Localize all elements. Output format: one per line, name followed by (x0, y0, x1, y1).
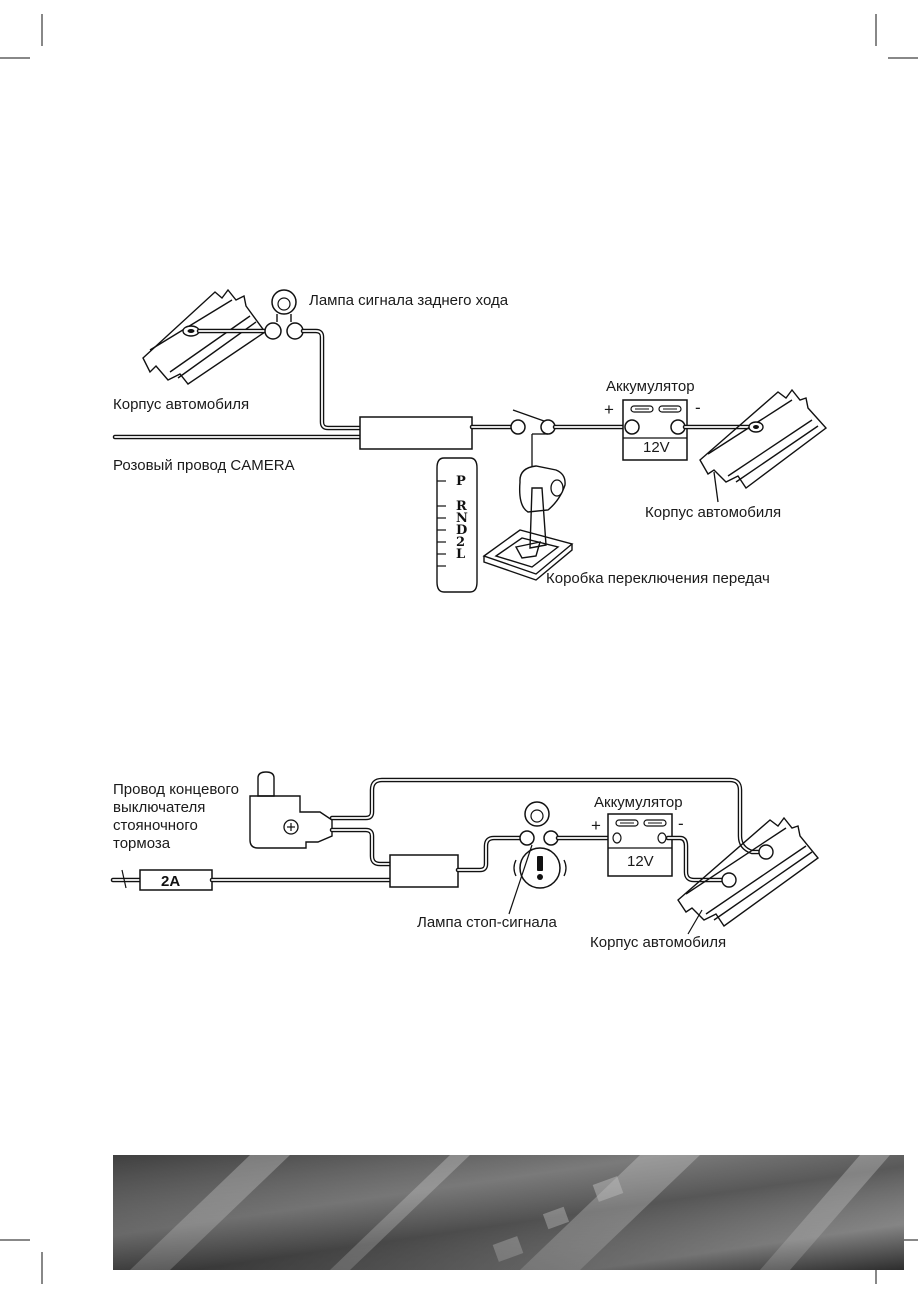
control-module (359, 416, 473, 450)
battery-1-label: Аккумулятор (606, 378, 695, 395)
battery-2-plus: + (591, 816, 601, 835)
battery-1-icon (622, 399, 688, 461)
car-body-left-icon (142, 288, 266, 385)
gearbox-label: Коробка переключения передач (546, 570, 770, 587)
pink-wire-label: Розовый провод CAMERA (113, 457, 295, 474)
gear-shifter-icon (482, 433, 574, 581)
gear-d: D (456, 523, 467, 538)
body-left-label: Корпус автомобиля (113, 396, 249, 413)
parking-switch-icon (249, 771, 333, 849)
battery-1-voltage: 12V (643, 439, 670, 456)
parking-brake-diagram: 2A (110, 771, 820, 951)
control-module-2 (389, 854, 459, 888)
battery-2-icon (607, 813, 673, 877)
battery-1-plus: + (604, 400, 614, 419)
reverse-switch (510, 409, 556, 435)
battery-2-label: Аккумулятор (594, 794, 683, 811)
battery-2-voltage: 12V (627, 853, 654, 870)
bottom-decorative-banner (113, 1155, 904, 1270)
battery-2-minus: - (678, 814, 684, 833)
gear-l: L (456, 547, 465, 562)
gear-r: R (456, 499, 467, 514)
battery-1-minus: - (695, 398, 701, 417)
gear-2: 2 (456, 535, 465, 550)
brake-lamp-label: Лампа стоп-сигнала (417, 914, 558, 931)
parking-wire-label-line1: Провод концевого (113, 781, 239, 798)
parking-wire-label-line3: стояночного (113, 817, 198, 834)
parking-wire-label-line2: выключателя (113, 799, 205, 816)
gear-n: N (456, 511, 468, 526)
parking-wire-label-line4: тормоза (113, 835, 171, 852)
brake-lamp-icon (513, 801, 567, 889)
reverse-camera-diagram: 12V + - Аккумулятор (112, 288, 828, 593)
crop-marks (0, 14, 918, 1284)
gear-selector-plate: P R N D 2 L (436, 457, 478, 593)
reverse-lamp-label: Лампа сигнала заднего хода (309, 292, 509, 309)
gear-p: P (456, 474, 466, 489)
car-body-2-icon (677, 816, 820, 927)
body-right-label: Корпус автомобиля (645, 504, 781, 521)
car-body-right-icon (699, 388, 828, 490)
reverse-lamp-icon (264, 289, 304, 340)
fuse-label: 2A (161, 873, 180, 890)
body-2-label: Корпус автомобиля (590, 934, 726, 951)
